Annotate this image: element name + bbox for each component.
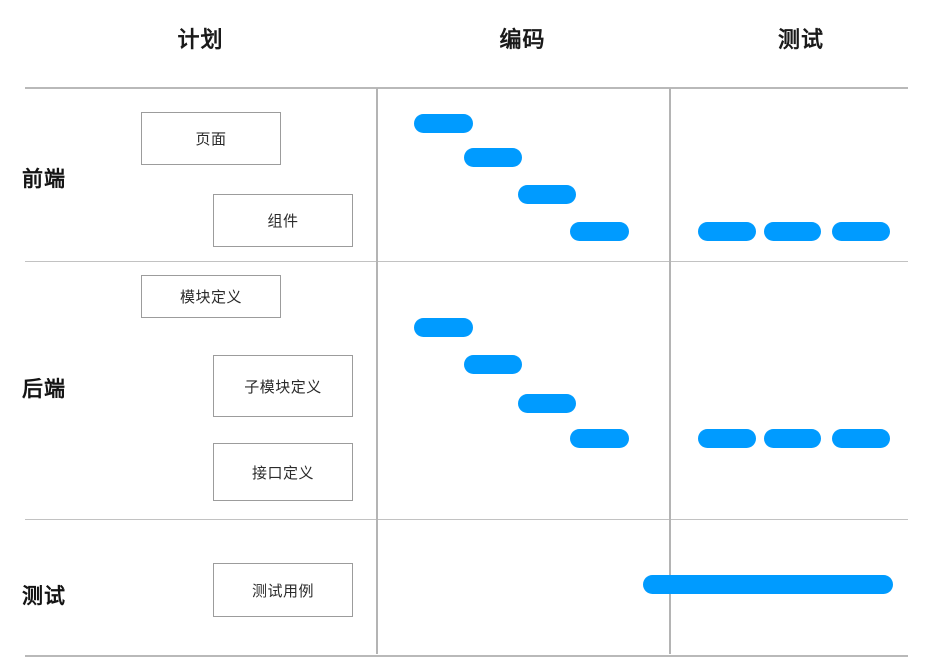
task-box-interface-definition[interactable]: 接口定义 <box>213 443 353 501</box>
row-label-testing: 测试 <box>22 585 66 608</box>
gantt-bar-backend-test-2[interactable] <box>764 429 821 448</box>
gantt-bar-frontend-coding-3[interactable] <box>518 185 576 204</box>
grid-line-row-divider-1 <box>25 261 908 262</box>
column-header-coding: 编码 <box>499 27 546 52</box>
column-header-test: 测试 <box>777 27 824 52</box>
grid-line-top <box>25 87 908 89</box>
gantt-bar-backend-coding-3[interactable] <box>518 394 576 413</box>
gantt-bar-frontend-coding-1[interactable] <box>414 114 473 133</box>
task-box-page[interactable]: 页面 <box>141 112 281 165</box>
gantt-bar-frontend-test-3[interactable] <box>832 222 890 241</box>
grid-line-column-divider-2 <box>669 88 671 654</box>
gantt-bar-backend-test-1[interactable] <box>698 429 756 448</box>
gantt-bar-testing-span[interactable] <box>643 575 893 594</box>
column-header-plan: 计划 <box>177 27 224 52</box>
gantt-bar-backend-coding-1[interactable] <box>414 318 473 337</box>
row-label-backend: 后端 <box>22 378 66 401</box>
gantt-bar-backend-coding-4[interactable] <box>570 429 629 448</box>
task-box-module-definition[interactable]: 模块定义 <box>141 275 281 318</box>
gantt-bar-backend-test-3[interactable] <box>832 429 890 448</box>
gantt-bar-frontend-coding-4[interactable] <box>570 222 629 241</box>
gantt-bar-frontend-test-1[interactable] <box>698 222 756 241</box>
task-box-submodule-definition[interactable]: 子模块定义 <box>213 355 353 417</box>
grid-line-row-divider-2 <box>25 519 908 520</box>
task-box-test-case[interactable]: 测试用例 <box>213 563 353 617</box>
task-box-component[interactable]: 组件 <box>213 194 353 247</box>
grid-line-column-divider-1 <box>376 88 378 654</box>
row-label-frontend: 前端 <box>22 168 66 191</box>
gantt-bar-frontend-test-2[interactable] <box>764 222 821 241</box>
gantt-bar-frontend-coding-2[interactable] <box>464 148 522 167</box>
grid-line-bottom <box>25 655 908 657</box>
gantt-bar-backend-coding-2[interactable] <box>464 355 522 374</box>
